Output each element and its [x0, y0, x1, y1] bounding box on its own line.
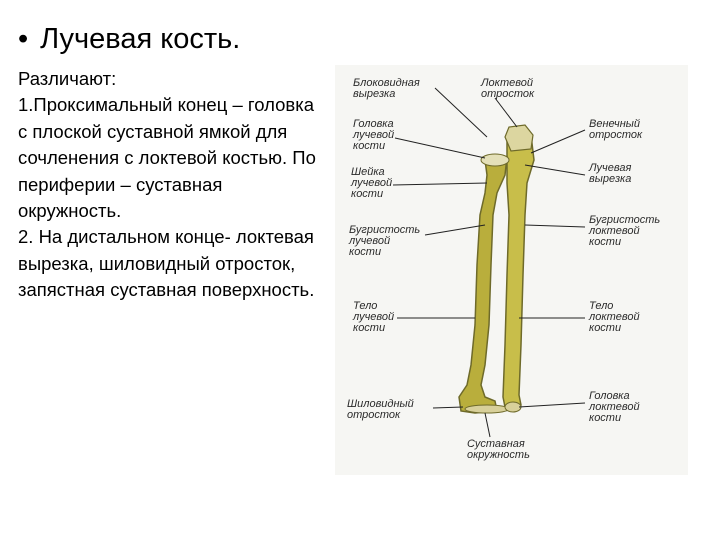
olecranon [505, 125, 533, 151]
radial-head [481, 154, 509, 166]
label-bugristost-loktevoy: Бугристость локтевой кости [589, 215, 660, 248]
label-sheyka-luchevoy: Шейка лучевой кости [351, 167, 392, 200]
paragraph-distal: 2. На дистальном конце- локтевая вырезка… [18, 224, 323, 303]
label-shilovidny-otrostok: Шиловидный отросток [347, 399, 414, 421]
forearm-bones-figure: Блоковидная вырезка Локтевой отросток Го… [335, 65, 688, 475]
label-telo-loktevoy: Тело локтевой кости [589, 301, 640, 334]
label-loktevoy-otrostok: Локтевой отросток [481, 78, 534, 100]
paragraph-proximal: 1.Проксимальный конец – головка с плоско… [18, 92, 323, 224]
label-golovka-luchevoy: Головка лучевой кости [353, 119, 394, 152]
label-venechny-otrostok: Венечный отросток [589, 119, 642, 141]
slide-title: • Лучевая кость. [18, 22, 240, 56]
title-text: Лучевая кость. [40, 23, 240, 55]
label-luchevaya-vyrezka: Лучевая вырезка [589, 163, 631, 185]
label-sustavnaya-okruzhnost: Суставная окружность [467, 439, 530, 461]
ulna-head [505, 402, 521, 412]
paragraph-intro: Различают: [18, 66, 323, 92]
label-golovka-loktevoy: Головка локтевой кости [589, 391, 640, 424]
distal-articular [465, 405, 509, 413]
slide-body: Различают: 1.Проксимальный конец – голов… [18, 66, 323, 304]
ulna-bone [503, 135, 534, 411]
label-bugristost-luchevoy: Бугристость лучевой кости [349, 225, 420, 258]
radius-bone [459, 157, 507, 413]
label-telo-luchevoy: Тело лучевой кости [353, 301, 394, 334]
label-blokovidnaya-vyrezka: Блоковидная вырезка [353, 78, 420, 100]
title-bullet: • [18, 23, 28, 55]
